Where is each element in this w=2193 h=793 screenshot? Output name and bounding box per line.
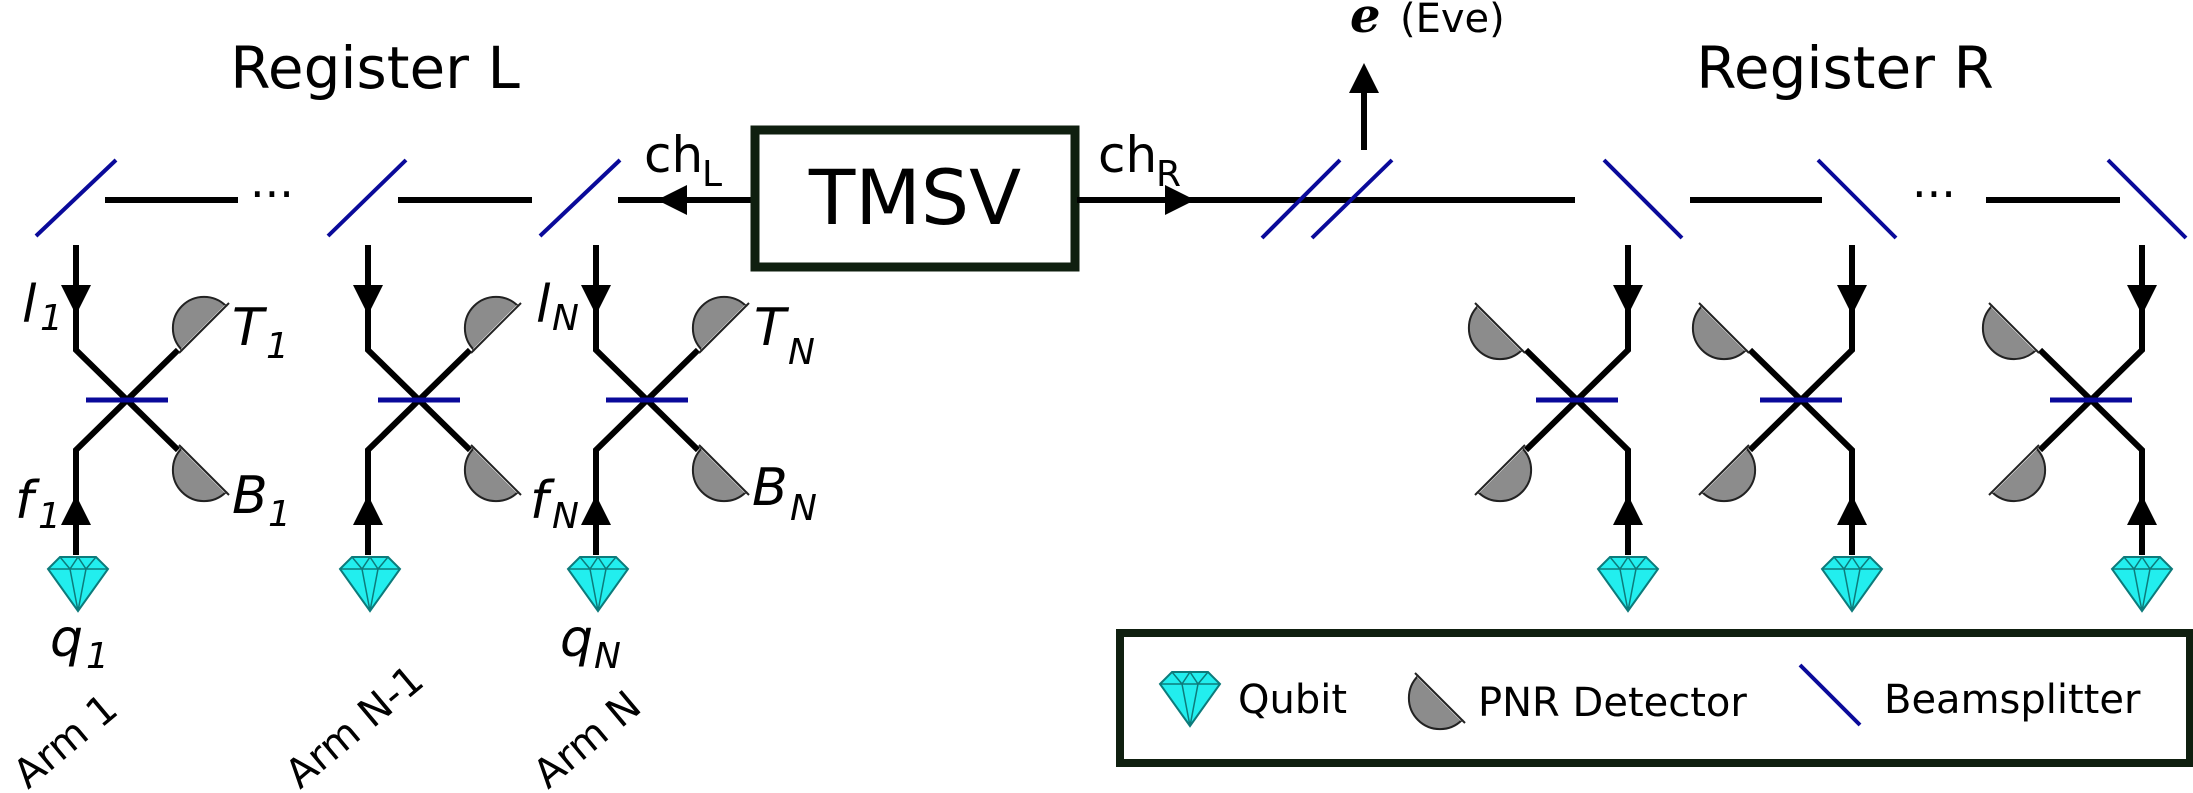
arm1-upper-path (73, 302, 181, 453)
bus-bs-r1 (1602, 158, 1684, 240)
armN1-detector-b (463, 443, 523, 503)
tmsv-box (750, 125, 1080, 272)
armR1-upper-path (1523, 302, 1631, 453)
arm-1 (47, 245, 231, 612)
arm1-t-sub: 1 (266, 326, 289, 367)
armR3-upper-path (2037, 302, 2145, 453)
arm-r3 (1981, 245, 2173, 612)
bus-bs-arm1 (34, 158, 118, 238)
arm-r2 (1691, 245, 1883, 612)
armN-b-label: B (752, 458, 788, 518)
arm1-lower-path (73, 347, 181, 555)
arm1-l-label: l (22, 275, 37, 335)
armN-detector-t (691, 295, 751, 355)
arm1-t-label: T (232, 298, 268, 358)
ch-r-sub: R (1156, 154, 1181, 195)
armR1-qubit (1597, 556, 1659, 612)
bus-bs-armN (538, 158, 622, 238)
register-r-title: Register R (1696, 34, 1994, 102)
armR2-detector-b (1697, 443, 1757, 503)
armN1-detector-t (463, 295, 523, 355)
ch-r-label: ch (1098, 126, 1157, 184)
ch-l-label: ch (644, 126, 703, 184)
armN1-lower-path (365, 347, 473, 555)
armN-lower-path (593, 347, 701, 555)
armN-upper-path (593, 302, 701, 453)
ch-l-sub: L (702, 154, 722, 195)
arm-r1 (1467, 245, 1659, 612)
armN-b-sub: N (790, 488, 817, 529)
armN-t-sub: N (788, 332, 815, 373)
dots-right: ··· (1912, 167, 1956, 221)
armN-qubit (567, 556, 629, 612)
arm1-qubit (47, 556, 109, 612)
eve-name: (Eve) (1400, 0, 1505, 42)
armR1-detector-t (1467, 301, 1527, 361)
arm1-f-label: f (15, 471, 40, 531)
legend-qubit-label: Qubit (1238, 677, 1347, 723)
armR3-detector-t (1981, 301, 2041, 361)
armN1-qubit (339, 556, 401, 612)
arm1-detector-b (171, 443, 231, 503)
armR2-lower-path (1747, 347, 1855, 555)
armN-t-label: T (754, 298, 790, 358)
arm-N (567, 245, 751, 612)
armR2-qubit (1821, 556, 1883, 612)
armR1-lower-path (1523, 347, 1631, 555)
arm-N-1 (339, 245, 523, 612)
armR3-qubit (2111, 556, 2173, 612)
register-l-title: Register L (230, 34, 520, 102)
armN-q-label: q (560, 609, 593, 669)
legend-box (1116, 629, 2193, 767)
armN-name: Arm N (525, 682, 650, 793)
arm1-b-label: B (232, 466, 268, 526)
arm1-l-sub: 1 (40, 298, 63, 339)
arm1-detector-t (171, 295, 231, 355)
armN-detector-b (691, 443, 751, 503)
bus-bs-armN1 (326, 158, 408, 238)
armN-l-label: l (536, 275, 551, 335)
bus-bs-r3 (2106, 158, 2188, 240)
eve-symbol: e (1350, 0, 1381, 44)
armR3-detector-b (1987, 443, 2047, 503)
tmsv-label: TMSV (808, 153, 1021, 242)
armN-l-sub: N (552, 298, 579, 339)
armR3-lower-path (2037, 347, 2145, 555)
eve-beamsplitter-1 (1260, 158, 1342, 240)
dots-left: ··· (250, 167, 294, 221)
arm1-b-sub: 1 (268, 494, 291, 535)
arm1-name: Arm 1 (5, 685, 127, 793)
armN1-upper-path (365, 302, 473, 453)
armR2-detector-t (1691, 301, 1751, 361)
armR2-upper-path (1747, 302, 1855, 453)
legend-beamsplitter-icon (1798, 663, 1862, 727)
arm1-q-sub: 1 (86, 636, 109, 677)
armN-q-sub: N (594, 636, 621, 677)
armR1-detector-b (1473, 443, 1533, 503)
arm1-f-sub: 1 (38, 496, 61, 537)
bus-bs-r2 (1816, 158, 1898, 240)
eve-beamsplitter-2 (1310, 158, 1394, 240)
armN-f-sub: N (552, 496, 579, 537)
legend-beamsplitter-label: Beamsplitter (1884, 677, 2141, 723)
arm1-q-label: q (50, 609, 83, 669)
legend-detector-label: PNR Detector (1478, 680, 1747, 726)
armN1-name: Arm N-1 (277, 657, 433, 793)
